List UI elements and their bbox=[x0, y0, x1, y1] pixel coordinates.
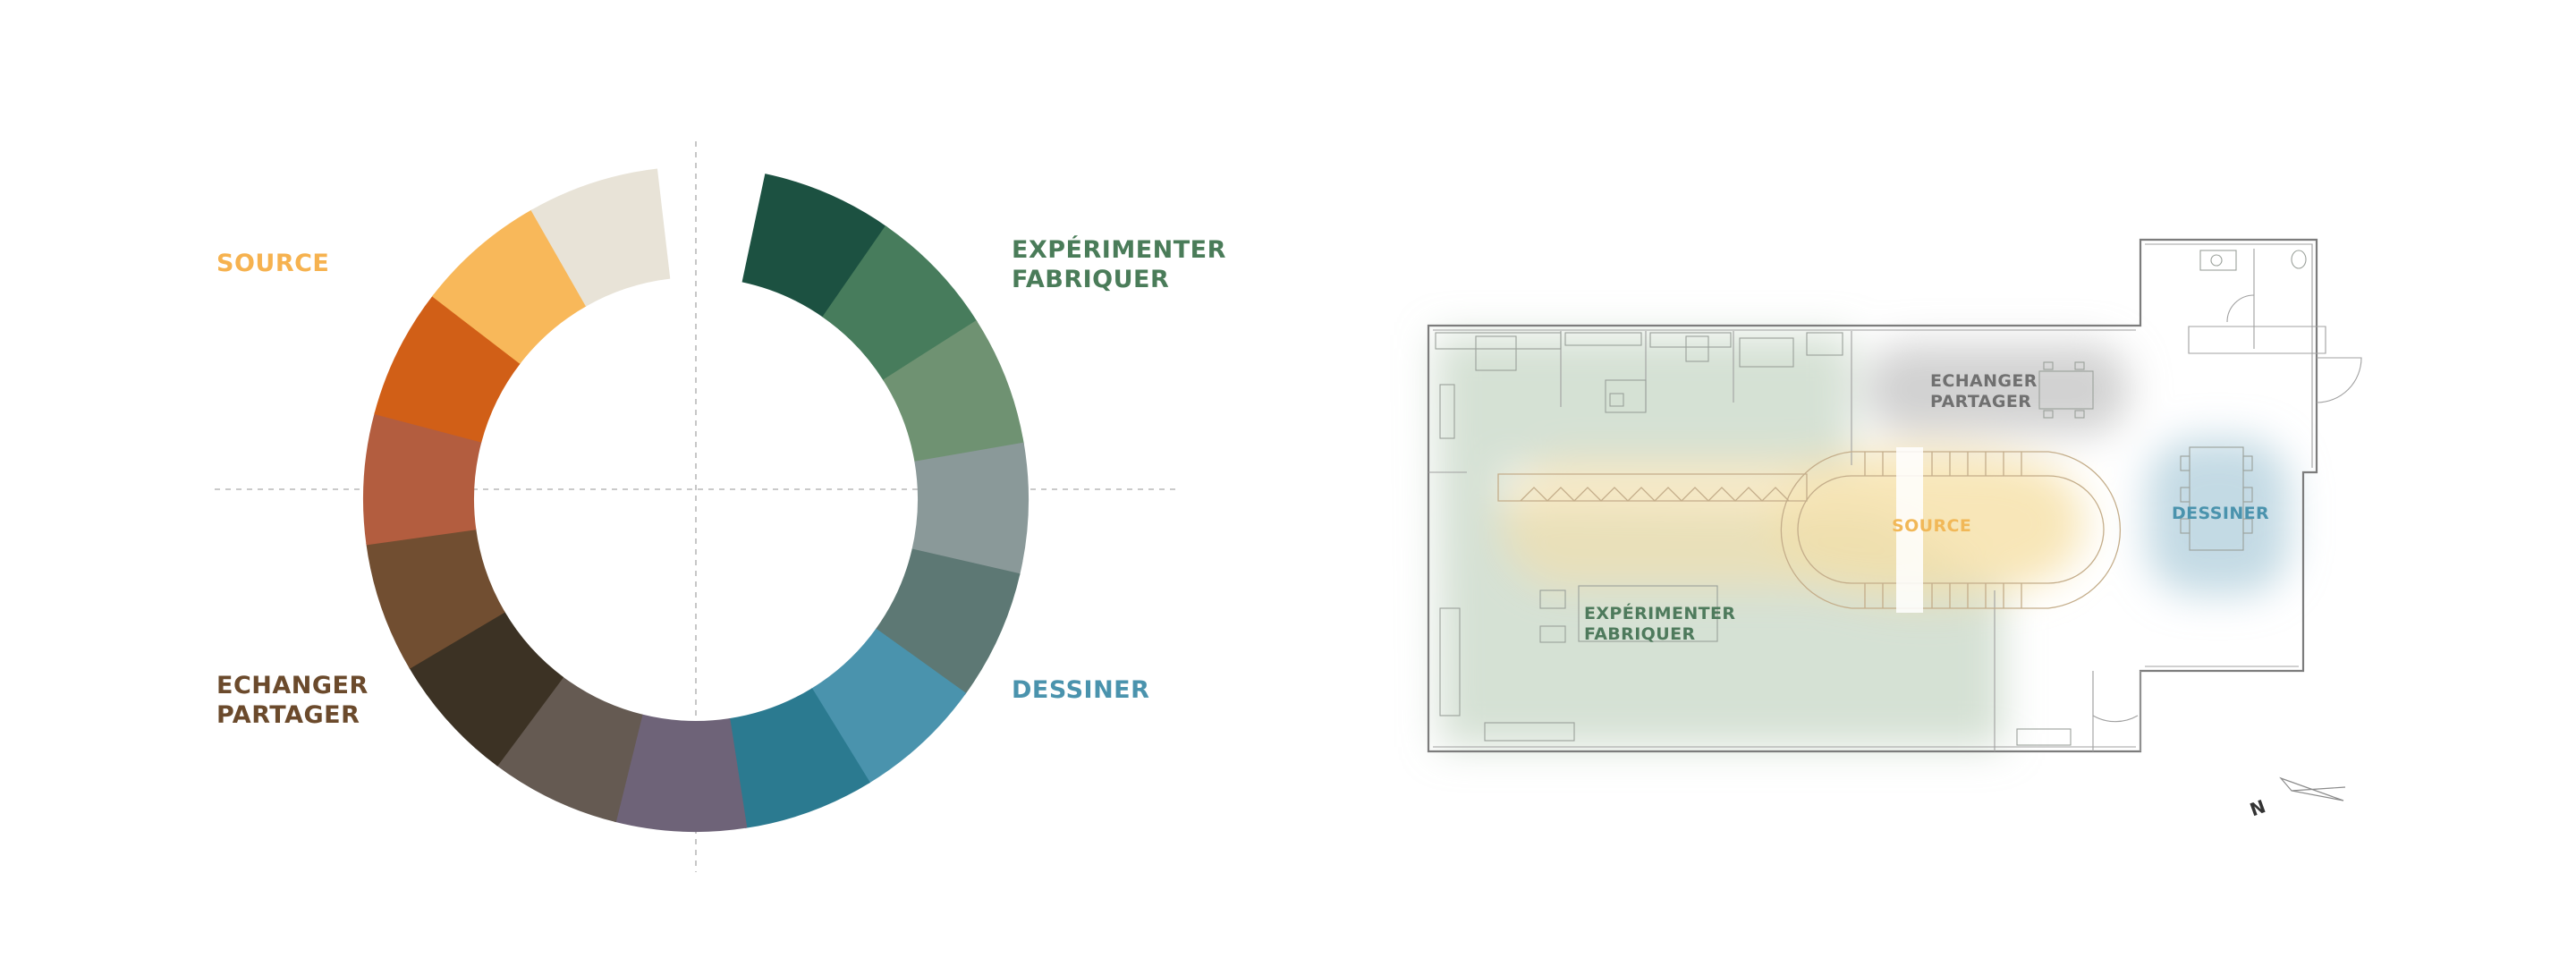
wheel-segment-15 bbox=[530, 168, 671, 307]
wheel-segment-7 bbox=[728, 688, 870, 828]
dessiner-table bbox=[2180, 446, 2253, 551]
wheel-segment-6 bbox=[810, 628, 967, 784]
label-experimenter: EXPÉRIMENTER bbox=[1012, 235, 1226, 264]
wheel-segment-1 bbox=[741, 174, 887, 318]
zone-label-partager: PARTAGER bbox=[1930, 392, 2031, 411]
north-label: N bbox=[2247, 795, 2268, 820]
color-wheel bbox=[215, 141, 1176, 872]
zone-label-fabriquer: FABRIQUER bbox=[1584, 624, 1695, 644]
echanger-table bbox=[2038, 361, 2094, 419]
wheel-segment-13 bbox=[374, 294, 521, 443]
wheel-segment-4 bbox=[911, 442, 1029, 576]
label-source: SOURCE bbox=[216, 250, 329, 277]
zone-label-experimenter: EXPÉRIMENTER bbox=[1584, 603, 1735, 623]
zone-source-loop bbox=[1771, 443, 2084, 604]
wheel-segment-12 bbox=[362, 411, 482, 546]
wheel-segment-8 bbox=[614, 714, 748, 832]
label-partager: PARTAGER bbox=[216, 701, 360, 729]
workshop-furniture bbox=[1435, 332, 2072, 746]
zone-label-dessiner: DESSINER bbox=[2172, 504, 2269, 523]
zone-echanger bbox=[1865, 344, 2129, 434]
wheel-segment-5 bbox=[875, 548, 1021, 695]
label-fabriquer: FABRIQUER bbox=[1012, 266, 1169, 293]
zone-label-source: SOURCE bbox=[1892, 516, 1971, 536]
floor-plan: ECHANGER PARTAGER SOURCE DESSINER EXPÉRI… bbox=[1427, 238, 2362, 820]
wheel-segment-10 bbox=[408, 611, 564, 767]
plan-walls bbox=[1427, 238, 2362, 753]
wheel-segment-3 bbox=[883, 319, 1024, 463]
zone-label-echanger: ECHANGER bbox=[1930, 371, 2038, 391]
zone-clouds bbox=[1436, 335, 2290, 747]
label-echanger: ECHANGER bbox=[216, 672, 369, 699]
wheel-segment-2 bbox=[822, 225, 978, 381]
wheel-segment-14 bbox=[432, 208, 588, 364]
source-seating bbox=[1780, 447, 2122, 613]
wheel-segment-9 bbox=[496, 676, 643, 823]
wheel-segment-11 bbox=[366, 528, 505, 669]
wheel-segments bbox=[362, 168, 1029, 832]
zone-dessiner bbox=[2147, 438, 2290, 595]
north-arrow-icon: N bbox=[2247, 776, 2346, 820]
label-dessiner: DESSINER bbox=[1012, 676, 1149, 704]
